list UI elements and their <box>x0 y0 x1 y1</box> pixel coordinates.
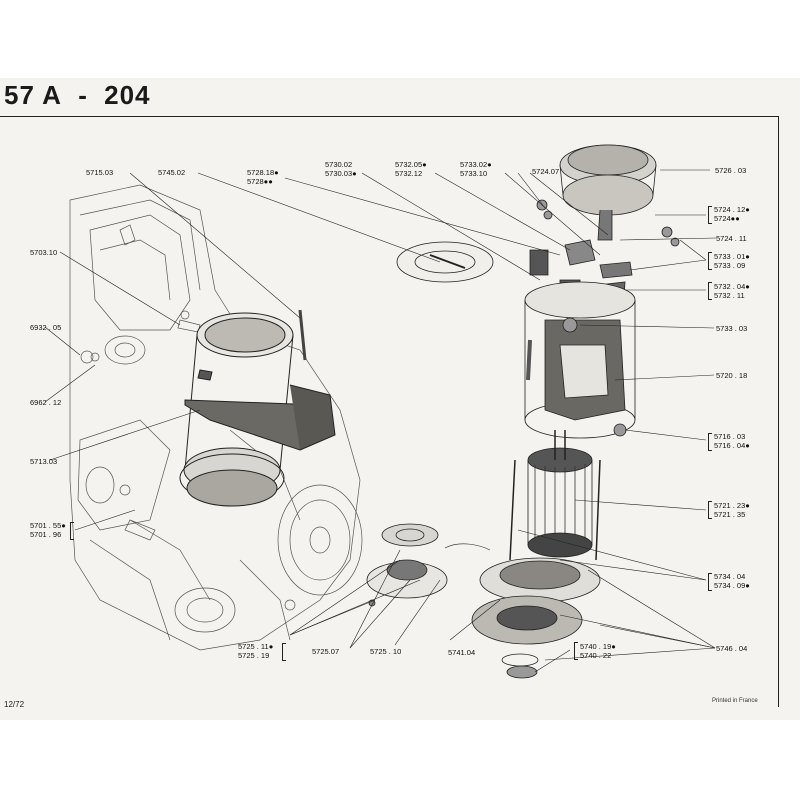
page-title-part: 204 <box>104 80 151 110</box>
part-label: 5724 . 12●5724●● <box>714 205 750 223</box>
part-label: 5720 . 18 <box>716 371 748 380</box>
page-title-part: - <box>78 80 88 110</box>
label-bracket <box>708 206 712 224</box>
part-label: 6932 . 05 <box>30 323 62 332</box>
page-title: 57 A - 204 <box>4 80 159 111</box>
part-label: 5733 . 01●5733 . 09 <box>714 252 750 270</box>
label-bracket <box>574 642 578 660</box>
catalog-sheet <box>0 78 800 720</box>
dynamo-housing <box>524 281 636 439</box>
label-bracket <box>282 643 286 661</box>
part-label: 5724.07 <box>532 167 560 176</box>
drive-end-plate <box>471 557 601 679</box>
label-bracket <box>708 252 712 270</box>
part-label: 5725 . 10 <box>370 647 402 656</box>
part-label: 5725.07 <box>312 647 340 656</box>
part-label: 5746 . 04 <box>716 644 748 653</box>
part-label: 5745.02 <box>158 168 186 177</box>
label-bracket <box>708 282 712 300</box>
part-label: 5725 . 11●5725 . 19 <box>238 642 274 660</box>
page-title-part: 57 A <box>4 80 62 110</box>
part-label: 5715.03 <box>86 168 114 177</box>
part-label: 5703.10 <box>30 248 58 257</box>
label-bracket <box>708 573 712 591</box>
part-label: 5733 . 03 <box>716 324 748 333</box>
part-label: 5721 . 23●5721 . 35 <box>714 501 750 519</box>
part-label: 5732.05●5732.12 <box>395 160 427 178</box>
part-label: 5713.03 <box>30 457 58 466</box>
label-bracket <box>70 522 74 540</box>
page-frame <box>0 116 779 707</box>
part-label: 5740 . 19●5740 . 22 <box>580 642 616 660</box>
part-label: 5741.04 <box>448 648 476 657</box>
part-label: 5732 . 04●5732 . 11 <box>714 282 750 300</box>
part-label: 5728.18●5728●● <box>247 168 279 186</box>
part-label: 5724 . 11 <box>716 234 747 243</box>
dynamo-assembly <box>179 309 336 507</box>
cover-plate <box>396 241 494 283</box>
printed-note: Printed in France <box>712 698 758 704</box>
part-label: 5733.02●5733.10 <box>460 160 492 178</box>
label-bracket <box>708 501 712 519</box>
part-label: 5726 . 03 <box>715 166 747 175</box>
bearing-mount <box>366 523 448 607</box>
engine-block <box>69 184 363 651</box>
label-bracket <box>708 433 712 451</box>
leader-lines <box>44 169 717 673</box>
part-label: 5701 . 55●5701 . 96 <box>30 521 66 539</box>
part-label: 6962 . 12 <box>30 398 62 407</box>
page-code: 12/72 <box>4 700 25 709</box>
end-cap <box>559 144 657 241</box>
armature <box>509 430 601 561</box>
